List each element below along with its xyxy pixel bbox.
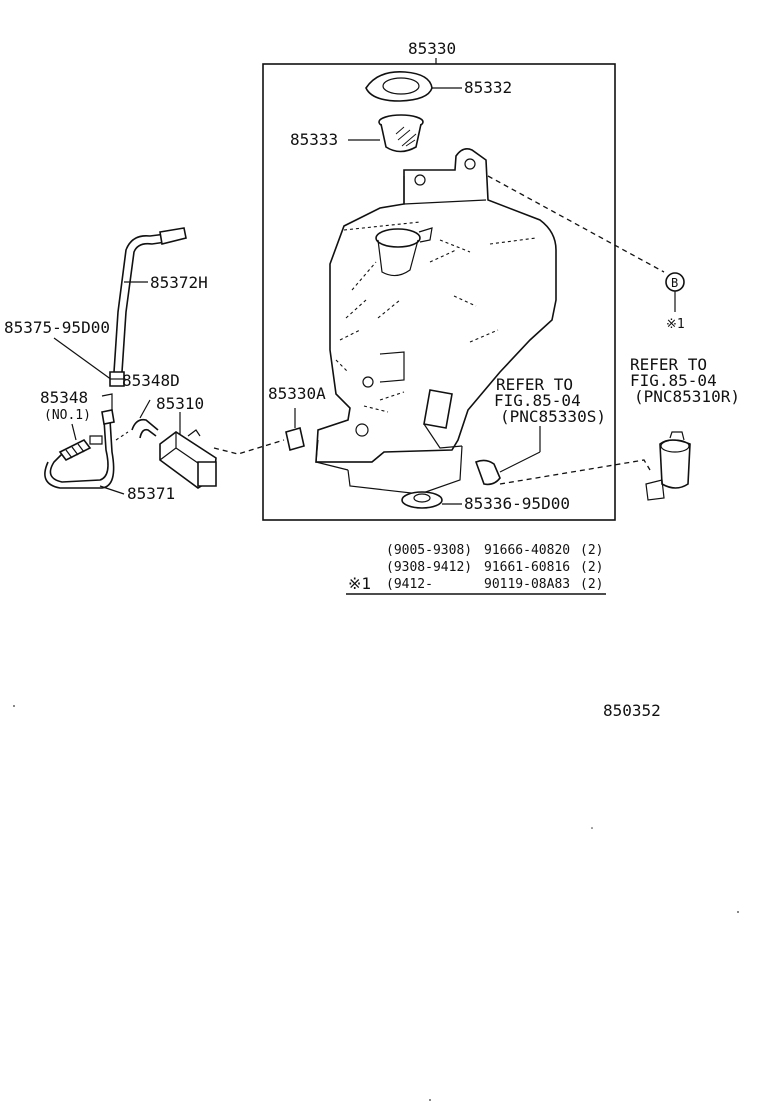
bolt-row-1-part[interactable]: 91666-40820 <box>484 543 570 558</box>
label-85330A[interactable]: 85330A <box>268 384 326 403</box>
bolt-row-3-range: (9412- <box>386 577 433 592</box>
bolt-row-1-qty: (2) <box>580 543 603 558</box>
figure-id: 850352 <box>603 701 661 720</box>
bolt-row-3-mark: ※1 <box>348 574 371 593</box>
note-mark-b: ※1 <box>666 317 685 332</box>
bolt-table: (9005-9308) 91666-40820 (2) (9308-9412) … <box>346 543 606 595</box>
joint-85348[interactable] <box>58 438 92 462</box>
tank-outlet-grommet[interactable] <box>474 426 541 486</box>
bolt-row-2-range: (9308-9412) <box>386 560 472 575</box>
label-85348D[interactable]: 85348D <box>122 371 180 390</box>
label-85310[interactable]: 85310 <box>156 394 204 413</box>
bolt-row-3-part[interactable]: 90119-08A83 <box>484 577 570 592</box>
bolt-row-2-qty: (2) <box>580 560 603 575</box>
hose-85372H[interactable] <box>113 227 187 373</box>
label-85330[interactable]: 85330 <box>408 39 456 58</box>
label-85336[interactable]: 85336-95D00 <box>464 494 570 513</box>
label-85348-note: (NO.1) <box>44 408 91 423</box>
callout-b[interactable]: B <box>665 272 685 312</box>
refer-tank-line3[interactable]: (PNC85330S) <box>500 407 606 426</box>
scan-specks <box>13 705 739 1101</box>
leader-85375 <box>53 337 113 381</box>
tank-assembly-group: 85330 85332 85333 <box>262 39 616 521</box>
dashed-leader-bolt <box>487 175 665 273</box>
label-85375[interactable]: 85375-95D00 <box>4 318 110 337</box>
refer-pump-line1: REFER TO <box>630 355 707 374</box>
dash-joint-1 <box>115 431 129 441</box>
label-85372H[interactable]: 85372H <box>150 273 208 292</box>
pump-85310[interactable] <box>159 412 217 489</box>
strainer-85333[interactable] <box>348 114 424 153</box>
nozzle-85375[interactable] <box>109 371 125 387</box>
cap-85332[interactable] <box>365 71 462 102</box>
dashed-pump-connection <box>499 459 651 485</box>
grommet-85330A[interactable] <box>285 408 305 452</box>
refer-tank-line1: REFER TO <box>496 375 573 394</box>
assembly-frame <box>262 63 616 521</box>
label-85332[interactable]: 85332 <box>464 78 512 97</box>
refer-tank-line2: FIG.85-04 <box>494 391 581 410</box>
grommet-85336[interactable] <box>401 491 462 509</box>
washer-pump-right[interactable] <box>645 431 691 501</box>
dashed-pump-to-grommet <box>213 439 285 455</box>
bolt-row-1-range: (9005-9308) <box>386 543 472 558</box>
refer-pump-line2: FIG.85-04 <box>630 371 717 390</box>
leader-85348 <box>71 423 77 441</box>
bolt-row-2-part[interactable]: 91661-60816 <box>484 560 570 575</box>
callout-b-letter: B <box>671 276 678 290</box>
hose-85371[interactable] <box>44 393 125 495</box>
label-85371[interactable]: 85371 <box>127 484 175 503</box>
label-85348[interactable]: 85348 <box>40 388 88 407</box>
label-85333[interactable]: 85333 <box>290 130 338 149</box>
refer-pump-line3[interactable]: (PNC85310R) <box>634 387 740 406</box>
hose-joint-85348D[interactable] <box>131 399 159 439</box>
washer-tank[interactable] <box>315 148 557 495</box>
bolt-row-3-qty: (2) <box>580 577 603 592</box>
